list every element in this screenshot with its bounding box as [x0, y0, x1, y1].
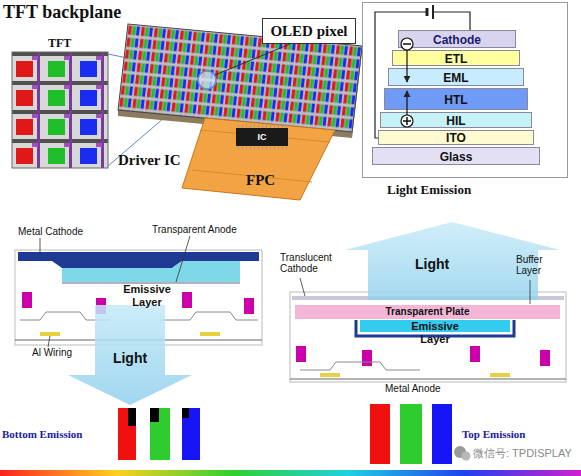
leader-line: [40, 238, 41, 254]
tft-block: [470, 346, 480, 362]
electron-arrow: [406, 50, 407, 82]
bar-mask: [150, 408, 159, 422]
layer-label: Glass: [373, 148, 539, 166]
green-bar: [400, 404, 422, 464]
layer-callout: Metal Anode: [385, 383, 441, 394]
layer-band: Cathode: [398, 30, 516, 48]
minus-sign: [403, 43, 411, 45]
al-wiring: [40, 332, 60, 336]
layer-callout: Emissive Layer: [112, 283, 182, 309]
section-title: TFT backplane: [3, 2, 121, 23]
al-wiring: [490, 373, 510, 377]
hole-arrow: [406, 91, 407, 115]
layer-callout: Metal Cathode: [18, 226, 83, 237]
callout-label: OLED pixel: [263, 19, 355, 43]
tft-block: [540, 350, 550, 366]
figure-label: Top Emission: [462, 428, 526, 440]
light-label: Light: [105, 350, 155, 366]
electron-symbol: [401, 38, 413, 50]
substrate: [290, 379, 566, 380]
leader-line: [215, 44, 290, 75]
part-label: Driver IC: [118, 152, 181, 169]
emissive-layer: [62, 261, 240, 282]
layer-label: HTL: [385, 89, 527, 111]
layer-band: ETL: [392, 50, 520, 66]
tft-block: [362, 350, 372, 366]
layer-callout: Emissive Layer: [400, 320, 470, 346]
tft-block: [22, 292, 32, 308]
fpc: [182, 118, 335, 200]
light-label: Light: [415, 256, 449, 272]
zoom-circle: [198, 71, 216, 89]
ic-pins: [238, 147, 287, 150]
layer-label: HIL: [381, 113, 531, 129]
layer-stack-frame: Light EmissionCathodeETLEMLHTLHILITOGlas…: [362, 2, 568, 178]
layer-band: ITO: [378, 130, 534, 145]
al-wiring: [320, 373, 340, 377]
blue-bar: [182, 408, 200, 460]
ic-chip: IC: [236, 128, 288, 146]
leader-line: [530, 280, 531, 304]
layer-band: HIL: [380, 112, 532, 128]
tft-block: [182, 292, 192, 308]
layer-band: Glass: [372, 147, 540, 165]
bar-mask: [128, 408, 136, 426]
red-bar: [118, 408, 136, 460]
watermark: 微信号: TPDISPLAY: [473, 446, 572, 461]
wiring: [300, 362, 420, 370]
layer-callout: Translucent Cathode: [280, 252, 360, 274]
light-arrow: [68, 305, 192, 405]
tft-block: [244, 298, 254, 314]
al-wiring: [200, 332, 220, 336]
chip-label: IC: [236, 128, 288, 146]
leader-line: [48, 336, 50, 347]
part-label: TFT: [48, 36, 71, 51]
device-section: [290, 292, 566, 382]
callout-box: OLED pixel: [262, 18, 356, 44]
light-arrow: [345, 222, 560, 300]
tft-block: [296, 346, 306, 362]
green-bar: [150, 408, 170, 460]
transparent-plate: Transparent Plate: [295, 305, 560, 319]
layer-label: ETL: [393, 51, 519, 67]
part-label: FPC: [246, 172, 275, 189]
tft-grid: [12, 52, 108, 168]
frame-heading: Light Emission: [387, 182, 471, 198]
red-bar: [370, 404, 390, 464]
layer-label: ITO: [379, 131, 533, 146]
layer-label: EML: [389, 69, 523, 87]
bar-mask: [182, 408, 189, 418]
color-strip: [0, 470, 581, 476]
layer-callout: Transparent Anode: [152, 224, 237, 235]
blue-bar: [432, 404, 452, 464]
figure-label: Bottom Emission: [2, 428, 82, 440]
layer-label: Cathode: [399, 31, 515, 49]
watermark-icon: [462, 452, 471, 461]
wiring: [160, 312, 258, 320]
layer-band: EML: [388, 68, 524, 86]
leader-line: [176, 236, 190, 282]
plus-sign: [403, 120, 411, 122]
leader-line: [300, 278, 305, 296]
circuit-wire: [375, 12, 470, 138]
layer-band: HTL: [384, 88, 528, 110]
layer-callout: Buffer Layer: [516, 254, 561, 276]
battery-plate: [432, 5, 434, 19]
plate-label: Transparent Plate: [295, 305, 560, 319]
plus-sign: [406, 117, 408, 125]
layer-callout: Al Wiring: [32, 347, 72, 358]
hole-symbol: [401, 115, 413, 127]
battery-plate: [426, 8, 429, 16]
